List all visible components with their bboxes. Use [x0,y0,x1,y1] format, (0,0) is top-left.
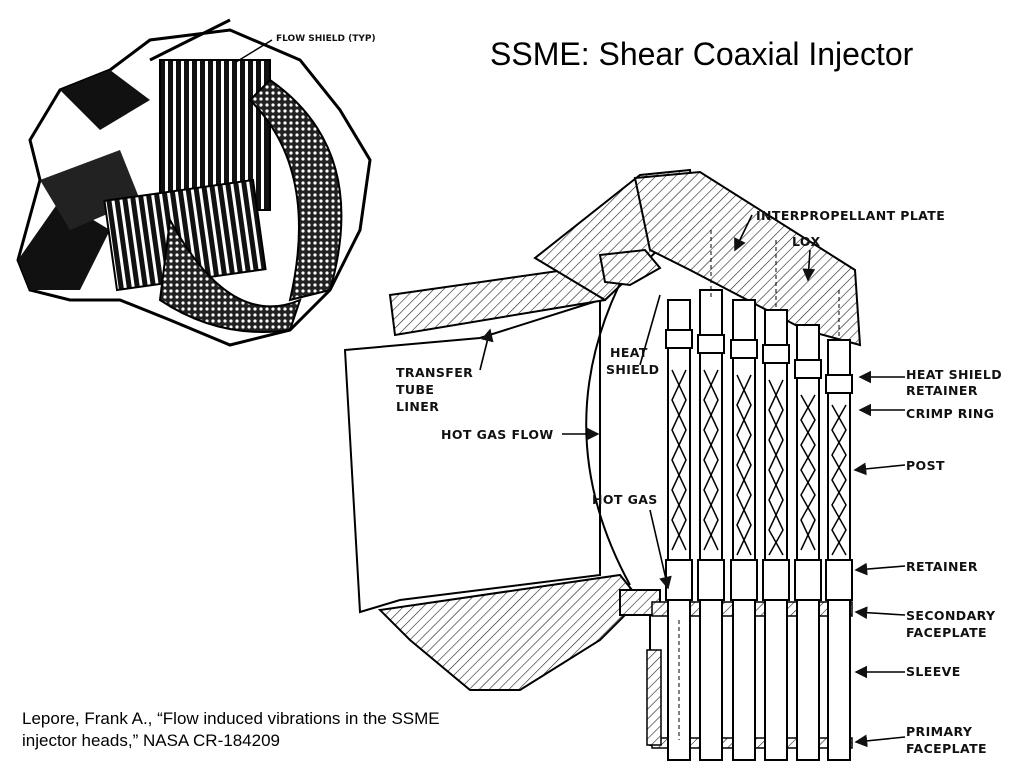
primary-faceplate-label-line1: PRIMARY [906,724,973,739]
heat-shield-retainer-label-line2: RETAINER [906,383,978,398]
lox-label: LOX [792,234,821,249]
injector-post [665,299,693,761]
injector-cross-section: INTERPROPELLANT PLATE LOX HEAT SHIELD TR… [343,168,1002,761]
transfer-tube-liner-label-line1: TRANSFER [396,365,473,380]
slide-title: SSME: Shear Coaxial Injector [490,36,914,72]
retainer-label: RETAINER [906,559,978,574]
post-label: POST [906,458,945,473]
crimp-ring-label: CRIMP RING [906,406,994,421]
hot-gas-label: HOT GAS [592,492,658,507]
interpropellant-plate-label: INTERPROPELLANT PLATE [756,208,945,223]
injector-posts [665,230,853,761]
sleeve-label: SLEEVE [906,664,961,679]
injector-post [762,240,790,761]
injector-post [825,290,853,761]
secondary-faceplate-label-line2: FACEPLATE [906,625,987,640]
citation-line-2: injector heads,” NASA CR-184209 [22,731,280,750]
injector-cutaway-illustration: FLOW SHIELD (TYP) [16,18,376,347]
secondary-faceplate-label-line1: SECONDARY [906,608,996,623]
transfer-tube-liner-label-line2: TUBE [396,382,434,397]
injector-post [794,324,822,761]
citation-line-1: Lepore, Frank A., “Flow induced vibratio… [22,709,440,728]
flow-shield-label: FLOW SHIELD (TYP) [276,34,376,44]
injector-post [697,230,725,761]
primary-faceplate-label-line2: FACEPLATE [906,741,987,756]
heat-shield-retainer-label-line1: HEAT SHIELD [906,367,1002,382]
injector-post [730,299,758,761]
callout-leaders [479,214,906,748]
heat-shield-label-line2: SHIELD [606,362,659,377]
hot-gas-flow-label: HOT GAS FLOW [441,427,554,442]
heat-shield-label-line1: HEAT [610,345,648,360]
citation: Lepore, Frank A., “Flow induced vibratio… [22,708,440,752]
transfer-tube-liner-label-line3: LINER [396,399,439,414]
